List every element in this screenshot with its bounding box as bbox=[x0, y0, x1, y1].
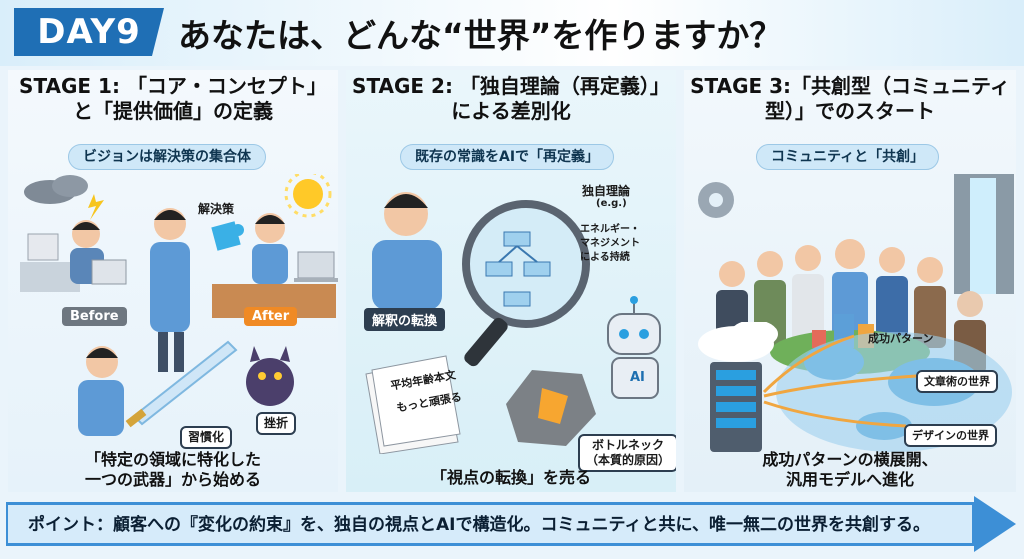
stage1-caption-line2: 一つの武器」から始める bbox=[84, 470, 261, 489]
paper-stack-icon bbox=[365, 355, 461, 454]
setback-label: 挫折 bbox=[256, 412, 297, 435]
stage1-scene-illustration bbox=[20, 174, 338, 372]
stage2-pill: 既存の常識をAIで「再定義」 bbox=[400, 144, 615, 170]
stressed-person-before bbox=[20, 220, 127, 292]
page-title: あなたは、どんな“世界”を作りますか？ bbox=[178, 16, 783, 55]
stage2-title: STAGE 2: 「独自理論（再定義）」 による差別化 bbox=[346, 74, 676, 124]
presenter-person bbox=[150, 208, 190, 372]
solution-label: 解決策 bbox=[198, 202, 235, 216]
pattern-label-2: 文章術の世界 bbox=[916, 370, 998, 393]
server-rack-icon bbox=[710, 362, 762, 452]
puzzle-piece-icon bbox=[211, 221, 244, 251]
waterfall-icon bbox=[954, 174, 1014, 294]
stage1-title-line2: と「提供価値」の定義 bbox=[73, 99, 273, 123]
point-banner: ポイント：顧客への『変化の約束』を、独自の視点とAIで構造化。コミュニティと共に… bbox=[6, 496, 1018, 552]
after-badge: After bbox=[244, 307, 298, 326]
stage3-pill: コミュニティと「共創」 bbox=[756, 144, 940, 170]
before-badge: Before bbox=[62, 307, 127, 326]
pattern-label-3: デザインの世界 bbox=[904, 424, 997, 447]
community-people bbox=[716, 239, 986, 374]
robot-icon bbox=[607, 296, 661, 399]
stage1-caption-line1: 「特定の領域に特化した bbox=[84, 450, 261, 469]
stage3-title: STAGE 3:「共創型（コミュニティ 型）」でのスタート bbox=[684, 74, 1016, 124]
stage3-title-line1: STAGE 3:「共創型（コミュニティ bbox=[690, 74, 1010, 98]
theory-label: 独自理論 bbox=[582, 184, 631, 198]
cloud-icon bbox=[698, 322, 778, 362]
rock-crystal-icon bbox=[506, 370, 596, 446]
stage1-sword-scene bbox=[78, 340, 294, 436]
stage3-caption-line1: 成功パターンの横展開、 bbox=[762, 450, 938, 469]
stage2-panel: STAGE 2: 「独自理論（再定義）」 による差別化 既存の常識をAIで「再定… bbox=[346, 70, 676, 492]
theory-example-line3: による持続 bbox=[580, 252, 630, 263]
theory-eg-label: (e.g.) bbox=[596, 198, 627, 209]
sword-icon bbox=[125, 340, 238, 428]
bottleneck-line1: ボトルネック bbox=[592, 438, 665, 452]
sword-person bbox=[78, 346, 124, 436]
storm-cloud-icon bbox=[24, 175, 104, 220]
header: DAY9 あなたは、どんな“世界”を作りますか？ bbox=[0, 0, 1024, 66]
stage1-caption: 「特定の領域に特化した 一つの武器」から始める bbox=[8, 450, 338, 490]
theory-example-line1: エネルギー・ bbox=[580, 224, 640, 235]
robot-ai-label: AI bbox=[630, 370, 645, 385]
sun-icon bbox=[284, 174, 332, 218]
stage3-network-illustration bbox=[698, 322, 1012, 452]
stage3-title-line2: 型）」でのスタート bbox=[765, 99, 935, 123]
banner-arrow-shape bbox=[6, 496, 1016, 552]
stage1-panel: STAGE 1: 「コア・コンセプト」 と「提供価値」の定義 ビジョンは解決策の… bbox=[8, 70, 338, 492]
stage2-caption: 「視点の転換」を売る bbox=[430, 468, 591, 487]
interpret-badge: 解釈の転換 bbox=[364, 308, 446, 331]
gear-icon bbox=[698, 182, 734, 218]
bottleneck-label: ボトルネック （本質的原因） bbox=[578, 434, 676, 472]
stage3-caption: 成功パターンの横展開、 汎用モデルへ進化 bbox=[684, 450, 1016, 490]
thinking-person bbox=[372, 192, 442, 310]
stage2-title-line1: STAGE 2: 「独自理論（再定義）」 bbox=[352, 74, 670, 98]
point-text: ポイント：顧客への『変化の約束』を、独自の視点とAIで構造化。コミュニティと共に… bbox=[28, 515, 930, 535]
stage2-title-line2: による差別化 bbox=[451, 99, 571, 123]
monster-icon bbox=[246, 346, 294, 406]
stage1-pill: ビジョンは解決策の集合体 bbox=[68, 144, 266, 170]
magnifying-glass-icon bbox=[462, 200, 590, 367]
expansion-arrows bbox=[762, 334, 917, 428]
pattern-label-1: 成功パターン bbox=[868, 332, 934, 345]
habit-label: 習慣化 bbox=[180, 426, 233, 449]
stage3-panel: STAGE 3:「共創型（コミュニティ 型）」でのスタート コミュニティと「共創… bbox=[684, 70, 1016, 492]
stage2-scene-illustration bbox=[365, 192, 661, 454]
stage1-title-line1: STAGE 1: 「コア・コンセプト」 bbox=[19, 74, 327, 98]
bottleneck-line2: （本質的原因） bbox=[586, 453, 671, 467]
day-badge: DAY9 bbox=[14, 8, 164, 56]
theory-example-line2: マネジメント bbox=[580, 238, 640, 249]
stage3-caption-line2: 汎用モデルへ進化 bbox=[785, 470, 914, 489]
stage1-title: STAGE 1: 「コア・コンセプト」 と「提供価値」の定義 bbox=[8, 74, 338, 124]
